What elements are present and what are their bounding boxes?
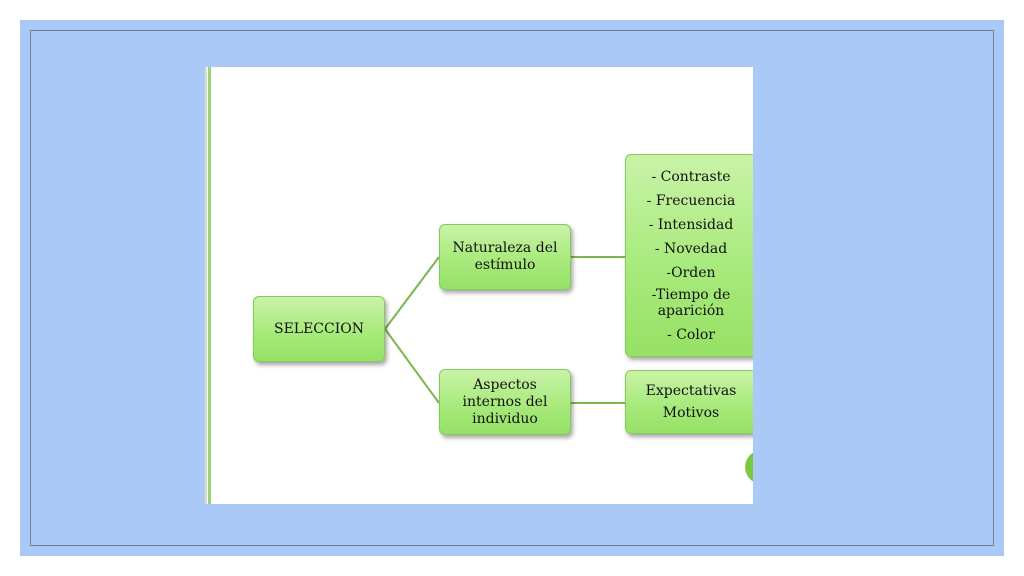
branch-node-aspectos: Aspectos internos del individuo — [439, 369, 571, 435]
detail-item-tiempo: -Tiempo de aparición — [652, 287, 731, 319]
decorative-green-circle — [745, 450, 753, 484]
detail-node-internal-factors: Expectativas Motivos — [625, 370, 753, 434]
branch-1-label-line-2: estímulo — [474, 257, 536, 273]
slide-inner-border — [30, 30, 994, 546]
detail-item-expectativas: Expectativas — [645, 383, 737, 399]
branch-2-label-line-2: internos del — [462, 393, 548, 410]
detail-item-novedad: - Novedad — [654, 240, 728, 257]
detail-item-contraste: - Contraste — [651, 168, 731, 185]
detail-item-intensidad: - Intensidad — [648, 216, 734, 233]
branch-2-label-line-1: Aspectos — [473, 376, 537, 393]
slide-background: SELECCION Naturaleza del estímulo Aspect… — [20, 20, 1004, 556]
detail-item-motivos: Motivos — [662, 405, 720, 421]
detail-item-orden: -Orden — [666, 264, 716, 281]
panel-left-stripe — [205, 67, 211, 504]
root-node-seleccion: SELECCION — [253, 296, 385, 362]
branch-node-naturaleza: Naturaleza del estímulo — [439, 224, 571, 290]
detail-item-tiempo-line-2: aparición — [657, 302, 725, 319]
root-node-label: SELECCION — [273, 320, 364, 337]
detail-item-tiempo-line-1: -Tiempo de — [651, 286, 731, 303]
connector-lines — [384, 256, 625, 404]
detail-item-frecuencia: - Frecuencia — [646, 192, 736, 209]
diagram-panel: SELECCION Naturaleza del estímulo Aspect… — [205, 67, 753, 504]
branch-2-label-line-3: individuo — [472, 410, 538, 427]
connector-root-to-branch-2 — [384, 328, 440, 404]
detail-node-stimulus-factors: - Contraste - Frecuencia - Intensidad - … — [625, 154, 753, 357]
detail-item-color: - Color — [667, 326, 715, 343]
branch-1-label-line-1: Naturaleza del — [452, 240, 558, 256]
connector-root-to-branch-1 — [384, 256, 440, 330]
